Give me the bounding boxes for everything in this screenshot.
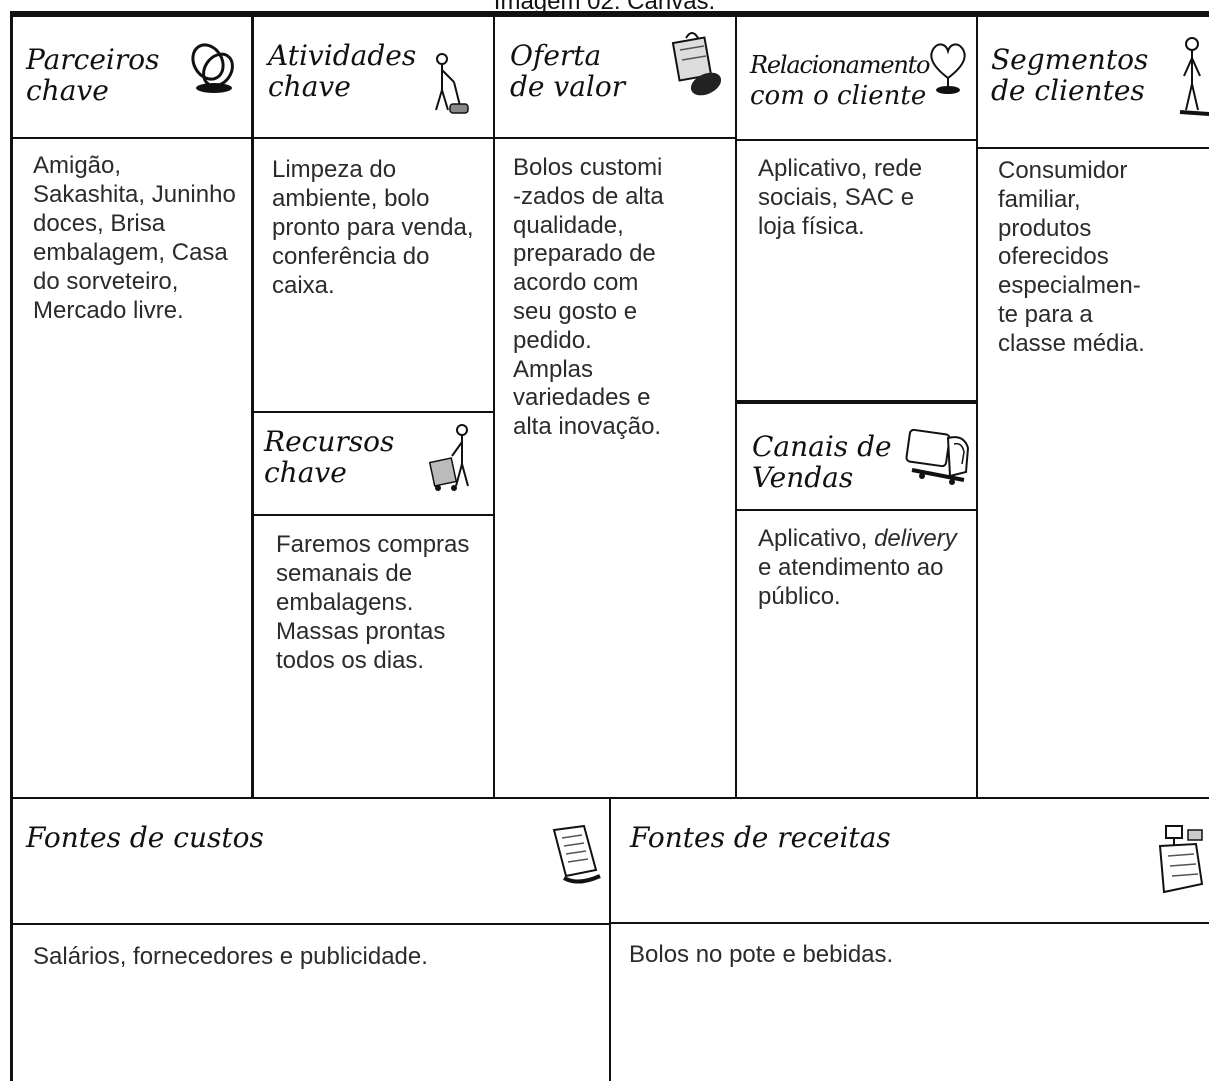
atividades-title: Atividades chave: [268, 40, 416, 102]
canais-title: Canais de Vendas: [752, 431, 892, 493]
worker-with-cart-icon: [428, 422, 480, 494]
left-border: [10, 11, 13, 1081]
parceiros-title: Parceiros chave: [26, 44, 159, 106]
recursos-title-line-1: Recursos: [264, 425, 395, 458]
heart-icon: [926, 38, 970, 98]
atividades-text: Limpeza do ambiente, bolo pronto para ve…: [272, 156, 474, 299]
oferta-line-10: alta inovação.: [513, 413, 662, 441]
receipt-paper-icon: [544, 824, 604, 892]
custos-body: Salários, fornecedores e publicidade.: [33, 942, 603, 971]
oferta-line-8: Amplas: [513, 355, 594, 383]
canais-text: Aplicativo, delivery e atendimento ao pú…: [758, 524, 958, 611]
segmentos-line-6: te para a: [998, 300, 1093, 328]
oferta-line-6: seu gosto e: [513, 297, 638, 325]
relacionamento-title: Relacionamento com o cliente: [750, 50, 931, 112]
canais-title-line-1: Canais de: [752, 430, 892, 463]
header-row-rule-left: [10, 137, 253, 139]
oferta-line-2: -zados de alta: [513, 182, 664, 210]
segmentos-line-4: oferecidos: [998, 243, 1109, 271]
chain-link-icon: [186, 40, 242, 100]
divider-custos-receitas: [609, 797, 611, 1081]
relacionamento-title-line-1: Relacionamento: [750, 51, 931, 79]
receitas-header-rule: [611, 922, 1209, 924]
atividades-title-line-1: Atividades: [268, 39, 417, 72]
oferta-line-1: Bolos customi: [513, 154, 663, 181]
receitas-body: Bolos no pote e bebidas.: [629, 940, 1189, 969]
canais-text-italic: delivery: [874, 525, 957, 552]
segmentos-line-2: familiar,: [998, 185, 1081, 213]
recursos-top-rule: [253, 411, 493, 413]
parceiros-text: Amigão, Sakashita, Juninho doces, Brisa …: [33, 152, 236, 324]
divider-oferta-relacionamento: [735, 11, 737, 798]
oferta-title: Oferta de valor: [510, 40, 625, 102]
header-row-rule-segmentos: [978, 147, 1209, 149]
divider-atividades-oferta: [493, 11, 495, 798]
canais-body: Aplicativo, delivery e atendimento ao pú…: [758, 524, 958, 611]
recursos-header-rule: [253, 514, 493, 516]
oferta-title-line-2: de valor: [510, 70, 626, 103]
delivery-truck-icon: [904, 420, 974, 490]
relacionamento-title-line-2: com o cliente: [750, 81, 927, 111]
header-row-rule-relacionamento: [737, 139, 976, 141]
person-with-vacuum-icon: [426, 52, 470, 118]
segmentos-title-line-2: de clientes: [991, 74, 1145, 107]
oferta-title-line-1: Oferta: [510, 39, 602, 72]
segmentos-title: Segmentos de clientes: [991, 44, 1148, 106]
parceiros-body: Amigão, Sakashita, Juninho doces, Brisa …: [33, 151, 239, 325]
divider-parceiros-atividades: [251, 11, 254, 798]
atividades-body: Limpeza do ambiente, bolo pronto para ve…: [272, 155, 482, 300]
gift-bag-icon: [666, 28, 726, 100]
custos-header-rule: [10, 923, 609, 925]
recursos-title-line-2: chave: [264, 456, 347, 489]
segmentos-line-3: produtos: [998, 214, 1092, 242]
parceiros-title-line-2: chave: [26, 74, 109, 107]
parceiros-title-line-1: Parceiros: [26, 43, 160, 76]
relacionamento-text: Aplicativo, rede sociais, SAC e loja fís…: [758, 155, 923, 240]
custos-text: Salários, fornecedores e publicidade.: [33, 943, 428, 970]
atividades-title-line-2: chave: [268, 70, 351, 103]
segmentos-body: Consumidor familiar, produtos oferecidos…: [998, 157, 1204, 359]
recursos-text: Faremos compras semanais de embalagens. …: [276, 531, 470, 674]
canais-top-rule: [737, 400, 976, 404]
oferta-body: Bolos customi -zados de alta qualidade, …: [513, 154, 727, 442]
divider-relacionamento-segmentos: [976, 11, 978, 798]
canais-title-line-2: Vendas: [752, 461, 854, 494]
receitas-text: Bolos no pote e bebidas.: [629, 941, 894, 968]
canais-text-end: e atendimento ao público.: [758, 554, 944, 610]
segmentos-line-5: especialmen-: [998, 272, 1141, 300]
segmentos-title-line-1: Segmentos: [991, 43, 1149, 76]
oferta-line-9: variedades e: [513, 384, 651, 412]
segmentos-line-7: classe média.: [998, 329, 1145, 357]
receitas-title: Fontes de receitas: [630, 821, 891, 854]
recursos-body: Faremos compras semanais de embalagens. …: [276, 530, 482, 675]
cash-register-icon: [1152, 822, 1209, 902]
canais-header-rule: [737, 509, 976, 511]
top-border: [10, 11, 1209, 17]
recursos-title: Recursos chave: [264, 426, 394, 488]
custos-title: Fontes de custos: [26, 821, 264, 854]
relacionamento-body: Aplicativo, rede sociais, SAC e loja fís…: [758, 154, 958, 241]
canais-text-start: Aplicativo,: [758, 525, 868, 552]
oferta-line-4: preparado de: [513, 240, 656, 268]
oferta-line-5: acordo com: [513, 269, 639, 297]
segmentos-line-1: Consumidor: [998, 157, 1128, 184]
standing-person-icon: [1176, 36, 1209, 118]
oferta-line-7: pedido.: [513, 326, 592, 354]
oferta-line-3: qualidade,: [513, 211, 624, 239]
